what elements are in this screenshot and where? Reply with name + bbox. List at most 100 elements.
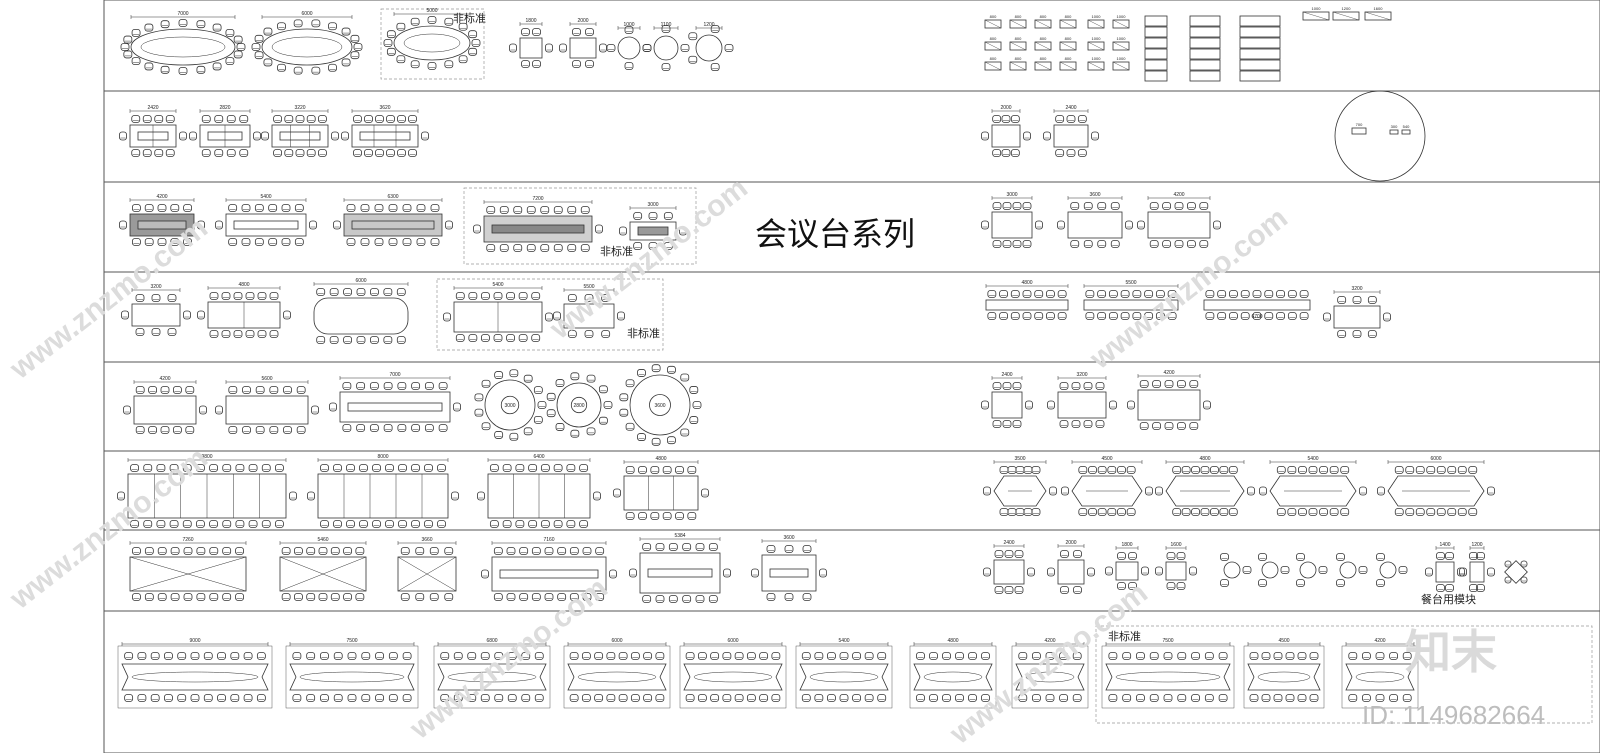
chair <box>1376 553 1385 561</box>
module-stack <box>1189 48 1221 60</box>
chair <box>1057 220 1065 230</box>
chair <box>1004 550 1014 558</box>
chair <box>1152 422 1161 430</box>
chair <box>1022 290 1032 298</box>
chair <box>981 694 990 702</box>
row-dividers <box>104 90 1600 612</box>
table-inner <box>271 36 343 58</box>
chair <box>864 652 874 660</box>
chair <box>480 652 490 660</box>
chair <box>398 520 407 528</box>
chair <box>172 426 182 434</box>
chair <box>746 652 756 660</box>
chair <box>341 131 349 141</box>
chair <box>307 491 315 501</box>
table-top <box>653 35 679 61</box>
dimension-label: 7000 <box>177 11 188 17</box>
table-frame <box>1011 645 1089 709</box>
dimension-label: 3600 <box>654 403 665 409</box>
dimension-label: 5400 <box>260 194 271 200</box>
table-top <box>437 663 547 691</box>
chair <box>386 149 395 157</box>
chair <box>1436 508 1446 516</box>
chair <box>1149 652 1159 660</box>
module-diagonal <box>1112 41 1130 51</box>
chair <box>269 292 279 300</box>
chair <box>942 694 951 702</box>
chair <box>239 115 249 123</box>
dining-module-label: 餐台用模块 <box>1421 592 1476 606</box>
chair <box>1122 694 1132 702</box>
chair <box>1285 694 1295 702</box>
chair <box>929 652 938 660</box>
chair <box>1252 290 1262 298</box>
chair <box>685 694 695 702</box>
module-stack <box>1239 15 1281 27</box>
chair <box>295 115 305 123</box>
chair <box>655 595 665 603</box>
chair <box>994 586 1004 594</box>
chair <box>481 379 491 388</box>
chair <box>375 694 384 702</box>
dimension-label: 6000 <box>355 278 366 284</box>
chair <box>734 652 744 660</box>
chair <box>710 63 720 71</box>
chair <box>263 27 273 36</box>
table-top <box>313 297 409 335</box>
chair <box>582 593 592 601</box>
non-standard-label-2: 非标准 <box>600 244 633 258</box>
chair <box>734 694 744 702</box>
table-top <box>1261 561 1279 579</box>
dimension-label: 8000 <box>377 454 388 460</box>
chair <box>257 330 267 338</box>
chair <box>766 593 776 601</box>
table-center <box>500 395 520 415</box>
module-stack <box>1144 48 1168 60</box>
chair <box>534 694 544 702</box>
module-diagonal <box>1034 61 1052 71</box>
chair <box>624 62 634 70</box>
dimension-label: 1200 <box>1342 6 1352 11</box>
chair <box>1280 566 1290 574</box>
chair <box>1229 290 1238 298</box>
chair <box>509 43 517 53</box>
chair <box>1264 312 1274 320</box>
chair <box>440 694 450 702</box>
chair <box>625 466 635 474</box>
non-standard-label-3: 非标准 <box>627 326 660 340</box>
chair <box>581 694 591 702</box>
chair <box>1261 652 1271 660</box>
table-top <box>343 213 443 237</box>
chair <box>827 652 836 660</box>
table-top <box>279 556 367 592</box>
dimension-label: 1000 <box>1117 14 1127 19</box>
non-standard-label-4: 非标准 <box>1108 629 1141 643</box>
chair <box>375 652 384 660</box>
chair <box>1035 220 1043 230</box>
chair <box>606 44 616 52</box>
chair <box>228 238 238 246</box>
chair <box>746 694 756 702</box>
chair <box>619 393 629 402</box>
chair <box>1010 115 1020 123</box>
table-top <box>1083 299 1179 311</box>
chair <box>1022 240 1032 248</box>
chair <box>544 593 554 601</box>
chair <box>132 593 141 601</box>
chair <box>388 238 398 246</box>
chair <box>994 550 1004 558</box>
chair <box>137 694 147 702</box>
chair <box>1117 582 1126 590</box>
chair <box>217 694 226 702</box>
chair <box>1108 290 1118 298</box>
chair <box>388 694 398 702</box>
chair <box>1296 579 1305 587</box>
chair <box>1457 466 1467 474</box>
chair <box>1402 652 1412 660</box>
chair <box>222 547 232 555</box>
table-top <box>339 391 451 423</box>
chair <box>1249 694 1259 702</box>
chair <box>968 652 977 660</box>
chair <box>1126 508 1136 516</box>
chair <box>1187 202 1196 210</box>
